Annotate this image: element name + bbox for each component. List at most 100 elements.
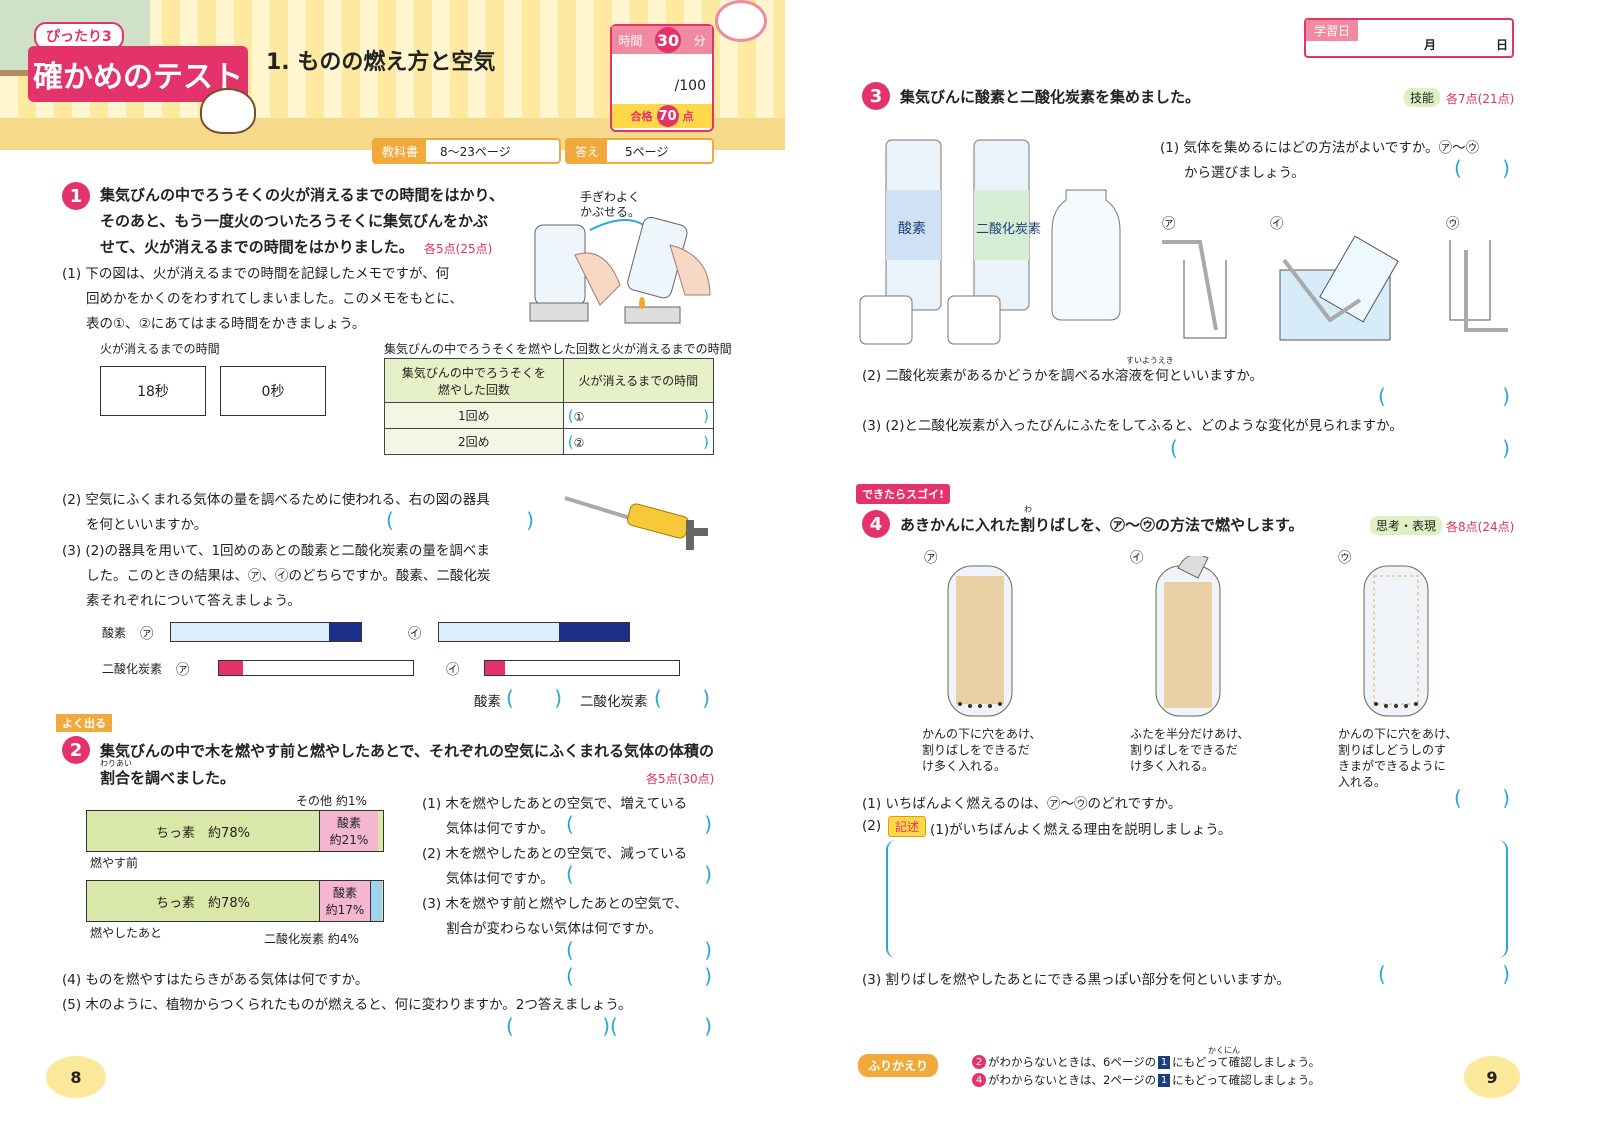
paren-close: )	[702, 686, 710, 710]
oxygen-label: 酸素	[102, 626, 127, 640]
oxygen-i-marker: ㋑	[408, 626, 422, 642]
paren-open: (	[610, 1014, 618, 1038]
time-table: 集気びんの中でろうそくを燃やした回数 火が消えるまでの時間 1回め (①) 2回…	[384, 358, 715, 455]
label-after: 燃やしたあと	[90, 926, 163, 940]
co2-tube-a	[218, 660, 414, 676]
q1-p3-l2: した。このときの結果は、㋐、㋑のどちらですか。酸素、二酸化炭	[86, 568, 491, 584]
paren-close: )	[526, 508, 534, 532]
review-1-text: がわからないときは、6ページの	[988, 1055, 1157, 1069]
can-a-caption: かんの下に穴をあけ、割りばしをできるだけ多く入れる。	[922, 726, 1041, 774]
q1-p2-l1: (2) 空気にふくまれる気体の量を調べるために使われる、右の図の器具	[62, 492, 490, 508]
th1b: 燃やした回数	[437, 382, 510, 397]
answer-field-q4-2[interactable]	[886, 840, 1508, 960]
page-number-left: 8	[46, 1056, 106, 1098]
paren-open: (	[654, 686, 662, 710]
answer-field-2-label: ②	[573, 435, 585, 450]
answer-field-q2-4[interactable]: ()	[566, 964, 712, 988]
answer-field-2[interactable]: (②)	[562, 428, 715, 455]
q3-number: 3	[862, 82, 890, 110]
table-header-count: 集気びんの中でろうそくを燃やした回数	[384, 358, 564, 403]
oxygen-a-marker: ㋐	[140, 626, 154, 642]
pass-value: 70	[656, 105, 679, 127]
answer-label: 答え	[567, 138, 608, 164]
q4-text: あきかんに入れた割りばしを、㋐〜㋒の方法で燃やします。	[900, 516, 1304, 534]
q2-points: 各5点(30点)	[646, 772, 715, 786]
answer-field-co2[interactable]: ()	[654, 686, 710, 710]
paren-open: (	[566, 812, 574, 836]
co2-tube-a-fill	[219, 661, 243, 675]
q3-ruby: すいようえき	[1126, 356, 1174, 365]
q1-text-2: そのあと、もう一度火のついたろうそくに集気びんをかぶ	[100, 212, 489, 230]
q2-p2-l1: (2) 木を燃やしたあとの空気で、減っている	[422, 846, 688, 862]
q1-p3-l3: 素それぞれについて答えましょう。	[86, 593, 301, 609]
bar-after: ちっ素 約78% 酸素約17%	[86, 880, 384, 922]
answer-field-q4-1[interactable]: ()	[1454, 786, 1510, 810]
q1-caption-2: かぶせる。	[580, 205, 641, 219]
answer-field-q2-5b[interactable]: ()	[610, 1014, 712, 1038]
q2-text-1: 集気びんの中で木を燃やす前と燃やしたあとで、それぞれの空気にふくまれる気体の体積…	[100, 742, 714, 760]
cap-i-l2: 割りばしをできるだ	[1130, 743, 1238, 757]
q1-p1-l2: 回めかをかくのをわすれてしまいました。このメモをもとに、	[86, 291, 463, 307]
paren-close: )	[703, 406, 709, 425]
answer-field-q3-3[interactable]: ()	[1170, 436, 1510, 460]
paren-open: (	[1378, 384, 1386, 408]
review-2-text: がわからないときは、2ページの	[988, 1073, 1157, 1087]
brace-right-icon	[1496, 840, 1508, 958]
review-line-2: 4 がわからないときは、2ページの 1 にもどって確認しましょう。	[972, 1072, 1320, 1088]
answer-pages: 5ページ	[625, 144, 669, 159]
answer-field-q2-1[interactable]: ()	[566, 812, 712, 836]
month-label: 月	[1424, 38, 1437, 52]
score-total: /100	[674, 78, 706, 94]
answer-field-q2-3[interactable]: ()	[566, 938, 712, 962]
review-1-box: 1	[1158, 1055, 1171, 1069]
textbook-label: 教科書	[374, 138, 427, 164]
cap-u-l3: きまができるように	[1338, 759, 1446, 773]
day-label: 日	[1496, 38, 1509, 52]
o2-before-a: 酸素	[336, 816, 361, 830]
q3-points: 各7点(21点)	[1446, 92, 1515, 106]
q2-p2-l2: 気体は何ですか。	[446, 871, 554, 887]
q2-p1-l2: 気体は何ですか。	[446, 821, 554, 837]
review-2-box: 1	[1158, 1073, 1171, 1087]
q1-p1-l3: 表の①、②にあてはまる時間をかきましょう。	[86, 316, 366, 332]
paren-close: )	[704, 964, 712, 988]
paren-open: (	[566, 862, 574, 886]
timer-top: 時間 30 分	[612, 26, 712, 54]
can-oxygen-label: 酸素	[898, 221, 926, 237]
answer-field-q1-2[interactable]: ()	[386, 508, 534, 532]
paren-open: (	[506, 686, 514, 710]
answer-field-q3-2[interactable]: ()	[1378, 384, 1510, 408]
q4-ruby: わ	[1024, 505, 1032, 514]
paren-close: )	[1502, 156, 1510, 180]
q4-points: 各8点(24点)	[1446, 520, 1515, 534]
answer-oxygen-label: 酸素	[474, 694, 501, 710]
answer-field-q3-1[interactable]: ()	[1454, 156, 1510, 180]
paren-close: )	[554, 686, 562, 710]
answer-field-q2-5a[interactable]: ()	[506, 1014, 610, 1038]
cap-u-l4: 入れる。	[1338, 775, 1387, 789]
page-number-right: 9	[1464, 1056, 1520, 1098]
time-label: 時間	[618, 33, 643, 48]
review-2-text-b: にもどって確認しましょう。	[1172, 1073, 1321, 1087]
method-u-marker: ㋒	[1446, 216, 1460, 232]
answer-field-1[interactable]: (①)	[562, 402, 715, 429]
chopstick-cans-illustration	[947, 556, 1429, 717]
pass-label: 合格	[630, 110, 653, 123]
q3-p1-l2: から選びましょう。	[1184, 165, 1305, 181]
q3-p3: (3) (2)と二酸化炭素が入ったびんにふたをしてふると、どのような変化が見られ…	[862, 418, 1403, 434]
o2-after-a: 酸素	[332, 886, 357, 900]
answer-field-oxygen[interactable]: ()	[506, 686, 562, 710]
timer-box: 時間 30 分 /100 合格 70 点	[610, 24, 714, 132]
review-ruby: かくにん	[1208, 1046, 1240, 1055]
co2-tube-i-fill	[485, 661, 505, 675]
paren-close: )	[704, 938, 712, 962]
q3-p2: (2) 二酸化炭素があるかどうかを調べる水溶液を何といいますか。	[862, 368, 1264, 384]
q2-p3-l2: 割合が変わらない気体は何ですか。	[446, 921, 662, 937]
can-a-marker: ㋐	[924, 550, 938, 566]
answer-field-q2-2[interactable]: ()	[566, 862, 712, 886]
review-label: ふりかえり	[858, 1054, 939, 1077]
answer-field-q4-3[interactable]: ()	[1378, 962, 1510, 986]
co2-after-label: 二酸化炭素 約4%	[264, 932, 359, 946]
paren-open: (	[1378, 962, 1386, 986]
can-i-caption: ふたを半分だけあけ、割りばしをできるだけ多く入れる。	[1130, 726, 1249, 774]
